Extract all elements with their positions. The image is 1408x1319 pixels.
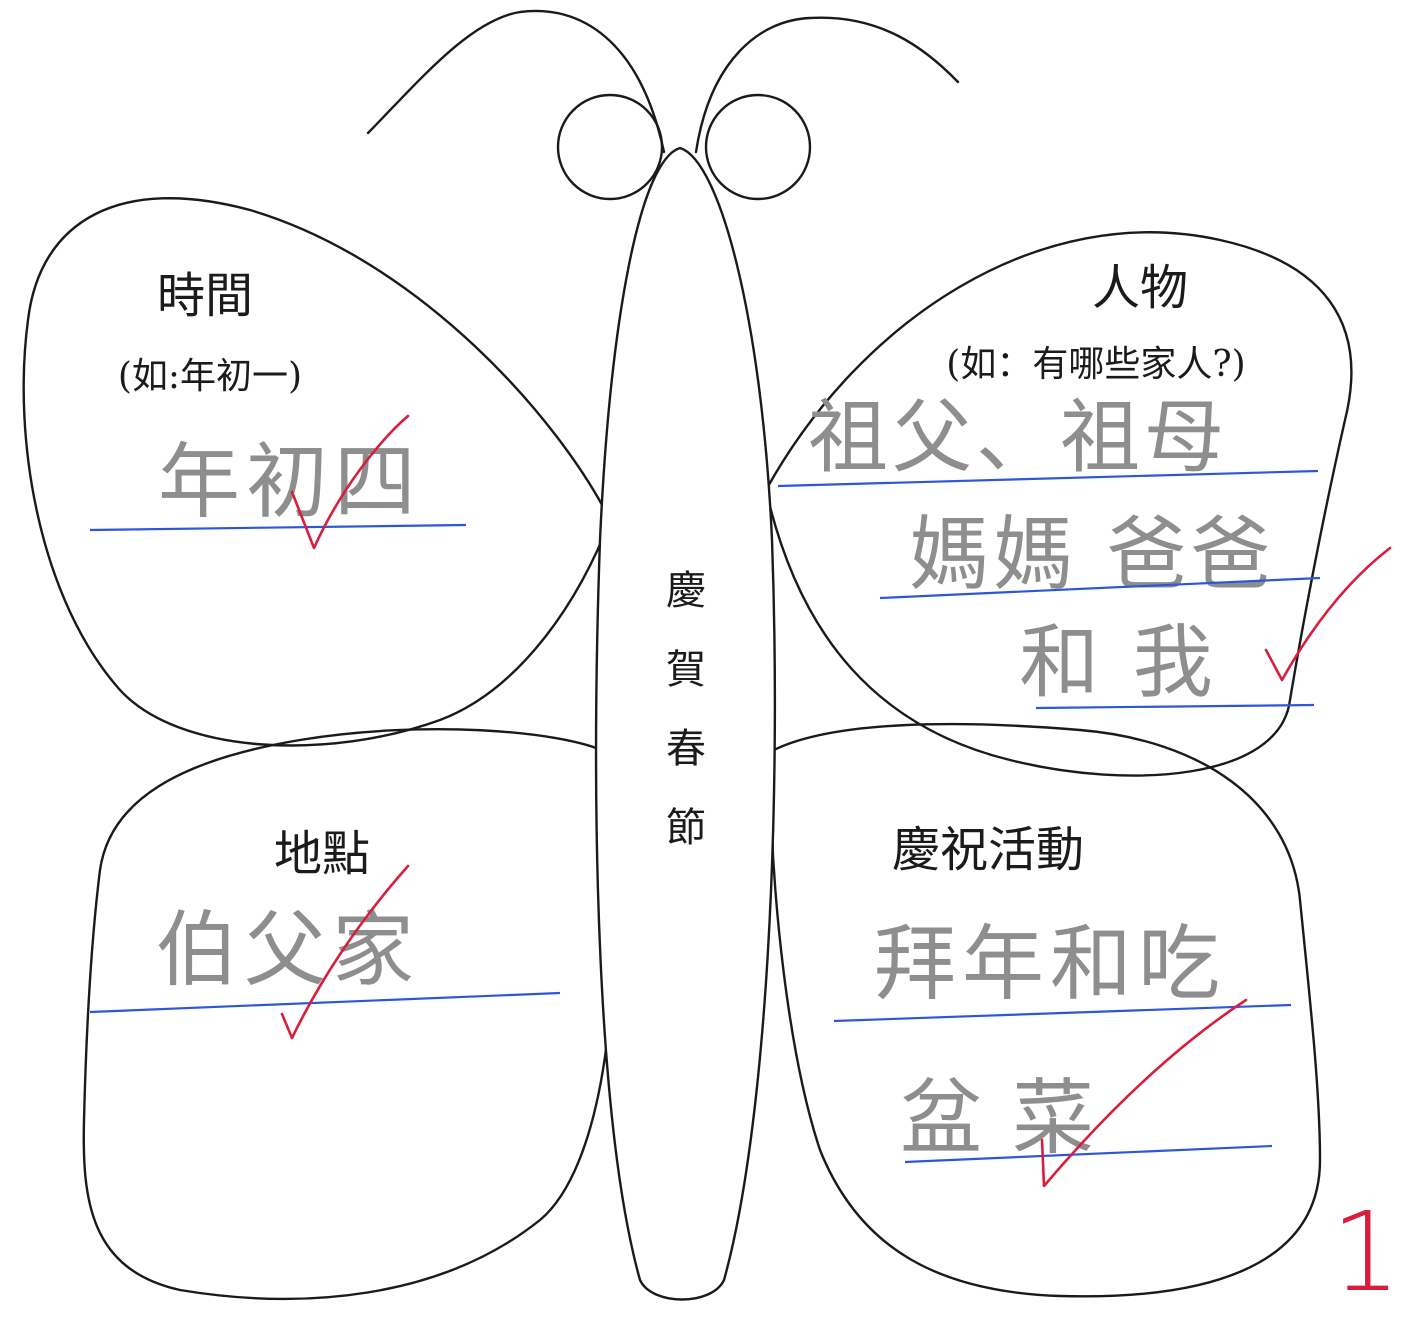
wing-upper-left xyxy=(22,197,612,747)
center-title-char-3: 春 xyxy=(666,726,706,772)
right-eye xyxy=(704,93,812,201)
time-answer-line-1: 年初四 xyxy=(158,435,422,530)
time-hint: (如:年初一) xyxy=(118,356,302,397)
people-hint: (如：有哪些家人?) xyxy=(946,344,1245,385)
wing-upper-right xyxy=(764,231,1353,777)
people-ruled-line-2 xyxy=(879,576,1321,600)
check-mark-icon xyxy=(1040,998,1248,1188)
activities-ruled-line-2 xyxy=(904,1144,1273,1164)
people-answer-line-1: 祖父、祖母 xyxy=(808,391,1228,484)
people-heading: 人物 xyxy=(1092,260,1188,316)
people-answer-line-3: 和 我 xyxy=(1019,616,1216,709)
activities-heading: 慶祝活動 xyxy=(892,822,1084,878)
check-mark-icon xyxy=(280,864,410,1040)
place-ruled-line xyxy=(89,991,561,1014)
center-title-char-1: 慶 xyxy=(666,568,706,614)
people-ruled-line-1 xyxy=(777,469,1319,488)
people-answer-line-2: 媽媽 爸爸 xyxy=(909,508,1274,601)
place-heading: 地點 xyxy=(274,826,370,882)
center-title-char-4: 節 xyxy=(666,805,706,851)
score-mark: 1 xyxy=(1331,1188,1401,1314)
left-antenna xyxy=(366,9,666,154)
left-eye xyxy=(556,93,664,201)
time-heading: 時間 xyxy=(157,268,253,324)
time-ruled-line xyxy=(89,523,467,532)
check-mark-icon xyxy=(290,414,410,550)
people-ruled-line-3 xyxy=(1035,703,1315,710)
place-answer-line-1: 伯父家 xyxy=(156,903,420,998)
check-mark-icon xyxy=(1264,546,1392,682)
butterfly-body xyxy=(594,146,777,1301)
activities-answer-line-2: 盆菜 xyxy=(900,1071,1124,1166)
center-title-char-2: 賀 xyxy=(666,647,706,693)
wing-lower-right xyxy=(768,722,1322,1298)
right-antenna xyxy=(694,16,960,154)
activities-answer-line-1: 拜年和吃 xyxy=(874,917,1226,1012)
activities-ruled-line-1 xyxy=(833,1003,1292,1023)
wing-lower-left xyxy=(82,728,616,1301)
